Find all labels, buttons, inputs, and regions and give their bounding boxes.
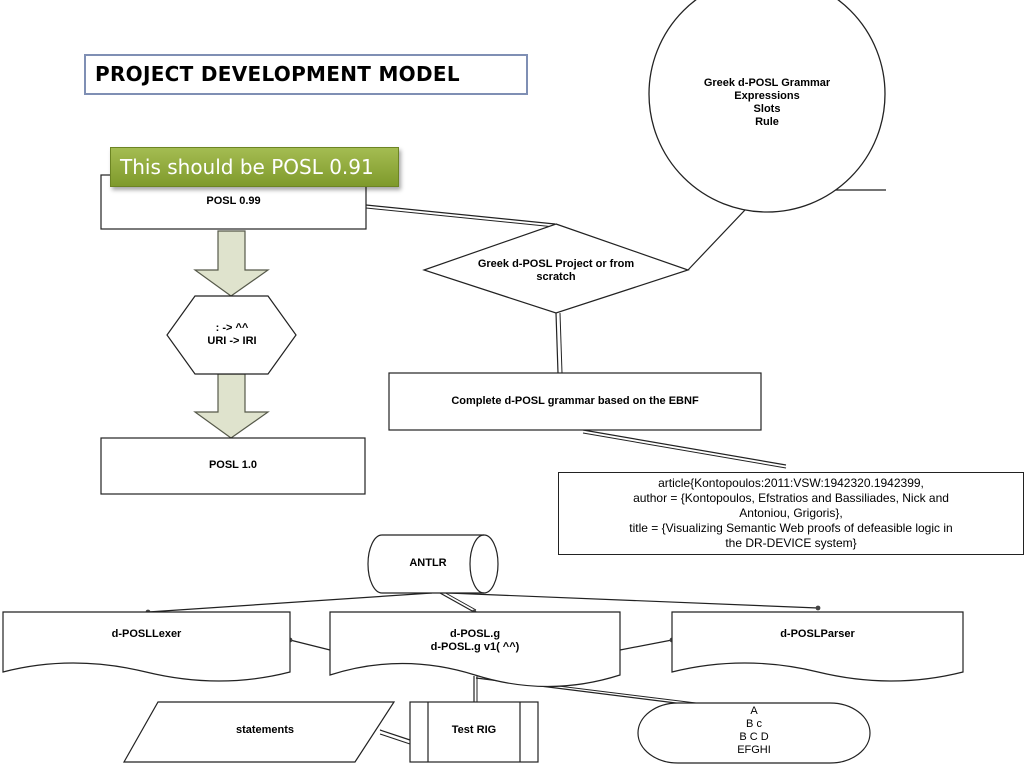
connector-antlr-to-lexer bbox=[145, 592, 433, 615]
posl-099-label: POSL 0.99 bbox=[206, 195, 261, 207]
connector-antlr-to-parser bbox=[447, 592, 821, 611]
connector-grammar-to-citation bbox=[582, 429, 787, 466]
grammar-files-document bbox=[329, 611, 621, 688]
connector-statements-to-testrig bbox=[379, 729, 411, 741]
grammar-circle bbox=[648, 0, 886, 213]
abc-terminator bbox=[637, 702, 871, 764]
lexer-label: d-POSLLexer bbox=[111, 628, 182, 640]
grammar-circle-label: Greek d-POSL Grammar Expressions Slots R… bbox=[703, 77, 831, 128]
test-rig-label: Test RIG bbox=[451, 724, 497, 736]
statements-label: statements bbox=[235, 724, 295, 736]
decision-label: Greek d-POSL Project or from scratch bbox=[477, 258, 635, 283]
page-title: PROJECT DEVELOPMENT MODEL bbox=[95, 62, 460, 86]
connector-posl099-to-decision bbox=[365, 204, 556, 225]
down-arrow-2 bbox=[193, 373, 270, 439]
title-frame bbox=[84, 54, 528, 95]
posl-version-callout: This should be POSL 0.91 bbox=[110, 147, 399, 187]
complete-grammar-label: Complete d-POSL grammar based on the EBN… bbox=[451, 395, 699, 407]
citation-note: article{Kontopoulos:2011:VSW:1942320.194… bbox=[558, 472, 1024, 555]
posl-10-label: POSL 1.0 bbox=[208, 459, 258, 471]
down-arrow-1 bbox=[193, 230, 270, 297]
parser-document bbox=[671, 611, 964, 682]
lexer-document bbox=[2, 611, 291, 682]
connector-grammar-to-lexer-back bbox=[287, 637, 331, 651]
abc-label: A B c B C D EFGHI bbox=[737, 705, 771, 756]
uri-iri-hexagon bbox=[166, 295, 297, 375]
antlr-label: ANTLR bbox=[409, 557, 447, 569]
statements-parallelogram bbox=[122, 701, 396, 763]
posl-10-box bbox=[100, 437, 366, 495]
connector-decision-to-grammar bbox=[555, 312, 559, 374]
connector-grammar-to-parser-back bbox=[619, 637, 675, 651]
complete-grammar-box bbox=[388, 372, 762, 431]
decision-diamond bbox=[422, 223, 690, 314]
connector-antlr-to-grammar-files bbox=[439, 592, 477, 615]
uri-iri-label: : -> ^^ URI -> IRI bbox=[207, 322, 257, 347]
test-rig-box bbox=[409, 701, 539, 763]
grammar-files-label: d-POSL.g d-POSL.g v1( ^^) bbox=[430, 628, 520, 653]
parser-label: d-POSLParser bbox=[780, 628, 855, 640]
